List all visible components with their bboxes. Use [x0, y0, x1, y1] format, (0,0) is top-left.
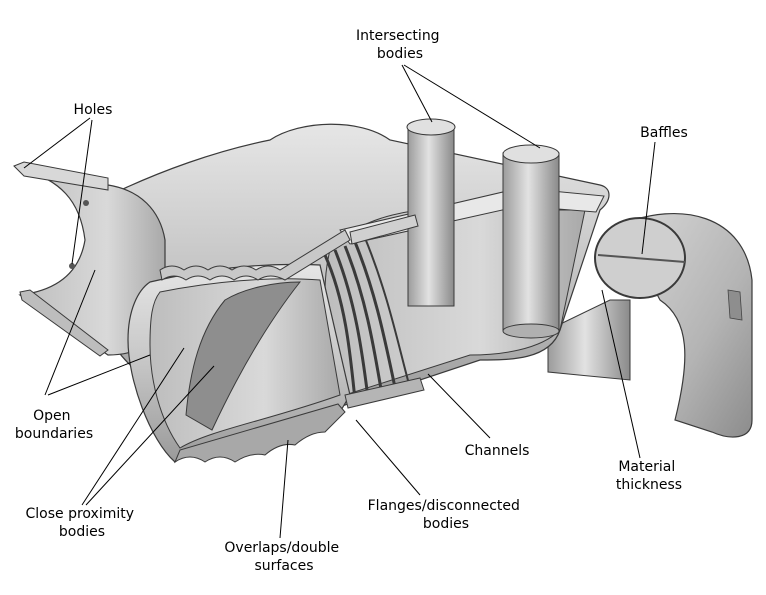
pipe-top-right — [502, 144, 560, 164]
label-channels: Channels — [465, 443, 530, 459]
overlap-flange-bottom — [173, 403, 346, 464]
channel-ring-1 — [323, 254, 357, 401]
label-intersecting-bodies: Intersecting bodies — [356, 28, 444, 62]
inlet-flange-top — [13, 161, 109, 191]
channel-ring-5 — [364, 237, 411, 389]
muffler-geometry — [13, 118, 753, 464]
channel-ring-2 — [333, 249, 370, 399]
channel-ring-4 — [353, 241, 398, 393]
label-material-thickness: Material thickness — [616, 459, 682, 493]
callout-labels: Intersecting bodies Holes Baffles Open b… — [15, 28, 688, 574]
pipe-top-left — [406, 118, 456, 136]
pipe-bottom-right — [502, 323, 560, 339]
baffle-disc — [185, 281, 302, 431]
overlap-flange — [159, 229, 351, 281]
label-baffles: Baffles — [640, 125, 688, 141]
label-holes: Holes — [74, 102, 113, 118]
vertical-pipe-right — [502, 152, 560, 332]
label-flanges-disconnected-bodies: Flanges/disconnected bodies — [368, 498, 525, 532]
elbow-slot — [727, 289, 743, 321]
hole-1 — [83, 200, 89, 206]
support-leg — [547, 299, 631, 381]
inlet-flange-bottom — [19, 289, 109, 357]
flange-tab-strip-bottom — [344, 377, 425, 409]
channel-ring-3 — [343, 245, 384, 396]
label-overlaps-double-surfaces: Overlaps/double surfaces — [224, 540, 343, 574]
flange-tab-strip — [349, 214, 419, 245]
leader-lines — [23, 64, 656, 539]
hole-2 — [69, 263, 75, 269]
label-close-proximity-bodies: Close proximity bodies — [26, 506, 139, 540]
baffle-plate — [597, 254, 686, 263]
label-open-boundaries: Open boundaries — [15, 408, 93, 442]
